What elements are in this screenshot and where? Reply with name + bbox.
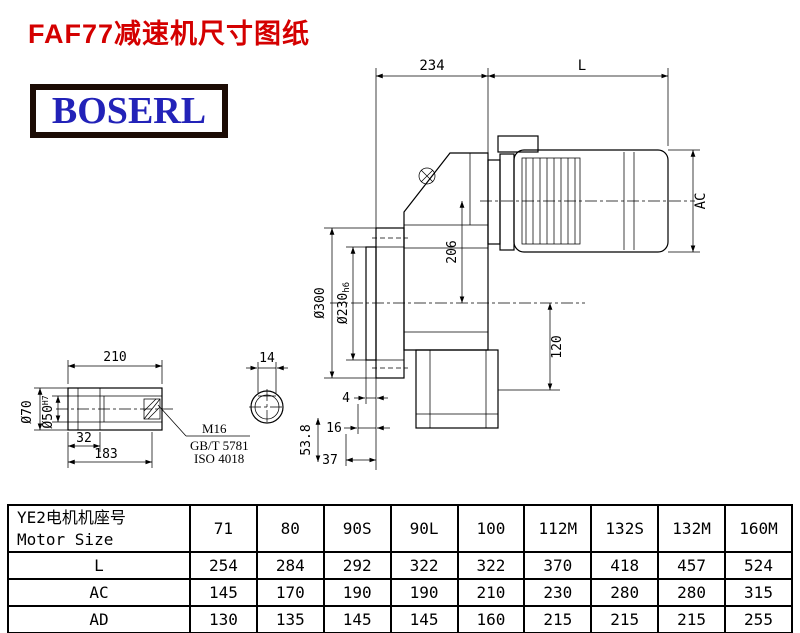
ac-dimension: AC — [668, 149, 709, 253]
dim-value-cell: 322 — [456, 551, 526, 580]
eye-bolt-icon — [418, 167, 436, 185]
page-title: FAF77减速机尺寸图纸 — [28, 19, 311, 49]
dim-value-cell: 160 — [456, 605, 526, 633]
dim-value-cell: 280 — [590, 578, 660, 607]
dim-value-cell: 145 — [189, 578, 258, 607]
dim-120-label: 120 — [550, 335, 565, 358]
dim-14-label: 14 — [259, 351, 275, 366]
dim-spigot-label: Ø230h6 — [336, 282, 352, 324]
dim-bore-label: Ø50H7 — [41, 395, 56, 428]
boserl-logo: BOSERL — [30, 84, 228, 138]
dim-value-cell: 230 — [523, 578, 593, 607]
dim-value-cell: 457 — [657, 551, 726, 580]
dim-value-cell: 215 — [590, 605, 660, 633]
dim-206-label: 206 — [445, 240, 460, 263]
frame-size-col-header: 80 — [255, 504, 325, 553]
inner-dimensions: 206 120 — [445, 201, 565, 391]
dim-value-cell: 130 — [189, 605, 258, 633]
dim-flange-od-label: Ø300 — [313, 287, 328, 318]
frame-size-col-header: 160M — [724, 504, 793, 553]
dim-4-label: 4 — [342, 391, 350, 406]
dim-value-cell: 145 — [389, 605, 459, 633]
output-flange — [330, 227, 585, 379]
frame-size-col-header: 90S — [322, 504, 392, 553]
logo-text: BOSERL — [51, 90, 207, 132]
thread-callout-m16: M16 — [202, 421, 227, 436]
frame-size-col-header: 71 — [189, 504, 258, 553]
frame-size-col-header: 132S — [590, 504, 660, 553]
dim-16-label: 16 — [326, 421, 342, 436]
dim-L-label: L — [578, 58, 586, 74]
dim-32-label: 32 — [76, 431, 92, 446]
frame-size-col-header: 100 — [456, 504, 526, 553]
frame-size-col-header: 112M — [523, 504, 593, 553]
flange-diameter-dimensions: Ø300 Ø230h6 — [313, 227, 376, 379]
dim-row-label: L — [7, 551, 191, 580]
dim-value-cell: 284 — [255, 551, 325, 580]
shaft-detail: 210 32 183 Ø70 Ø50H7 M16 GB/T 5781 ISO 4… — [20, 350, 250, 468]
dim-value-cell: 370 — [523, 551, 593, 580]
motor-size-header-en: Motor Size — [17, 529, 114, 549]
dim-value-cell: 418 — [590, 551, 660, 580]
dim-value-cell: 145 — [322, 605, 392, 633]
shaft-cross-section: 14 — [246, 351, 288, 425]
dim-value-cell: 322 — [389, 551, 459, 580]
dim-value-cell: 315 — [724, 578, 793, 607]
thread-callout-iso: ISO 4018 — [194, 451, 244, 466]
dim-row-label: AC — [7, 578, 191, 607]
terminal-box — [497, 135, 539, 153]
frame-size-col-header: 132M — [657, 504, 726, 553]
frame-size-col-header: 90L — [389, 504, 459, 553]
dim-value-cell: 254 — [189, 551, 258, 580]
dim-AC-label: AC — [693, 193, 709, 210]
dim-value-cell: 280 — [657, 578, 726, 607]
dim-37-label: 37 — [322, 453, 338, 468]
gearbox-housing — [403, 152, 499, 429]
dim-234-label: 234 — [419, 58, 444, 74]
dim-value-cell: 215 — [657, 605, 726, 633]
dim-value-cell: 255 — [724, 605, 793, 633]
dim-shaft-od-label: Ø70 — [20, 400, 35, 423]
top-dimensions: 234 L — [375, 58, 669, 228]
motor-view — [480, 135, 695, 253]
dim-value-cell: 190 — [322, 578, 392, 607]
dim-53-8-label: 53.8 — [299, 424, 314, 455]
dim-value-cell: 170 — [255, 578, 325, 607]
dim-value-cell: 524 — [724, 551, 793, 580]
dim-value-cell: 190 — [389, 578, 459, 607]
dim-value-cell: 135 — [255, 605, 325, 633]
dim-value-cell: 215 — [523, 605, 593, 633]
dim-value-cell: 210 — [456, 578, 526, 607]
dim-value-cell: 292 — [322, 551, 392, 580]
dim-row-label: AD — [7, 605, 191, 633]
offset-dimensions: 4 16 37 53.8 — [299, 360, 390, 470]
technical-drawing: 234 L AC — [20, 58, 709, 470]
dim-210-label: 210 — [103, 350, 126, 365]
motor-size-header-cn: YE2电机机座号 — [17, 507, 126, 527]
thread-callout-gb: GB/T 5781 — [190, 438, 249, 453]
dim-183-label: 183 — [94, 447, 117, 462]
